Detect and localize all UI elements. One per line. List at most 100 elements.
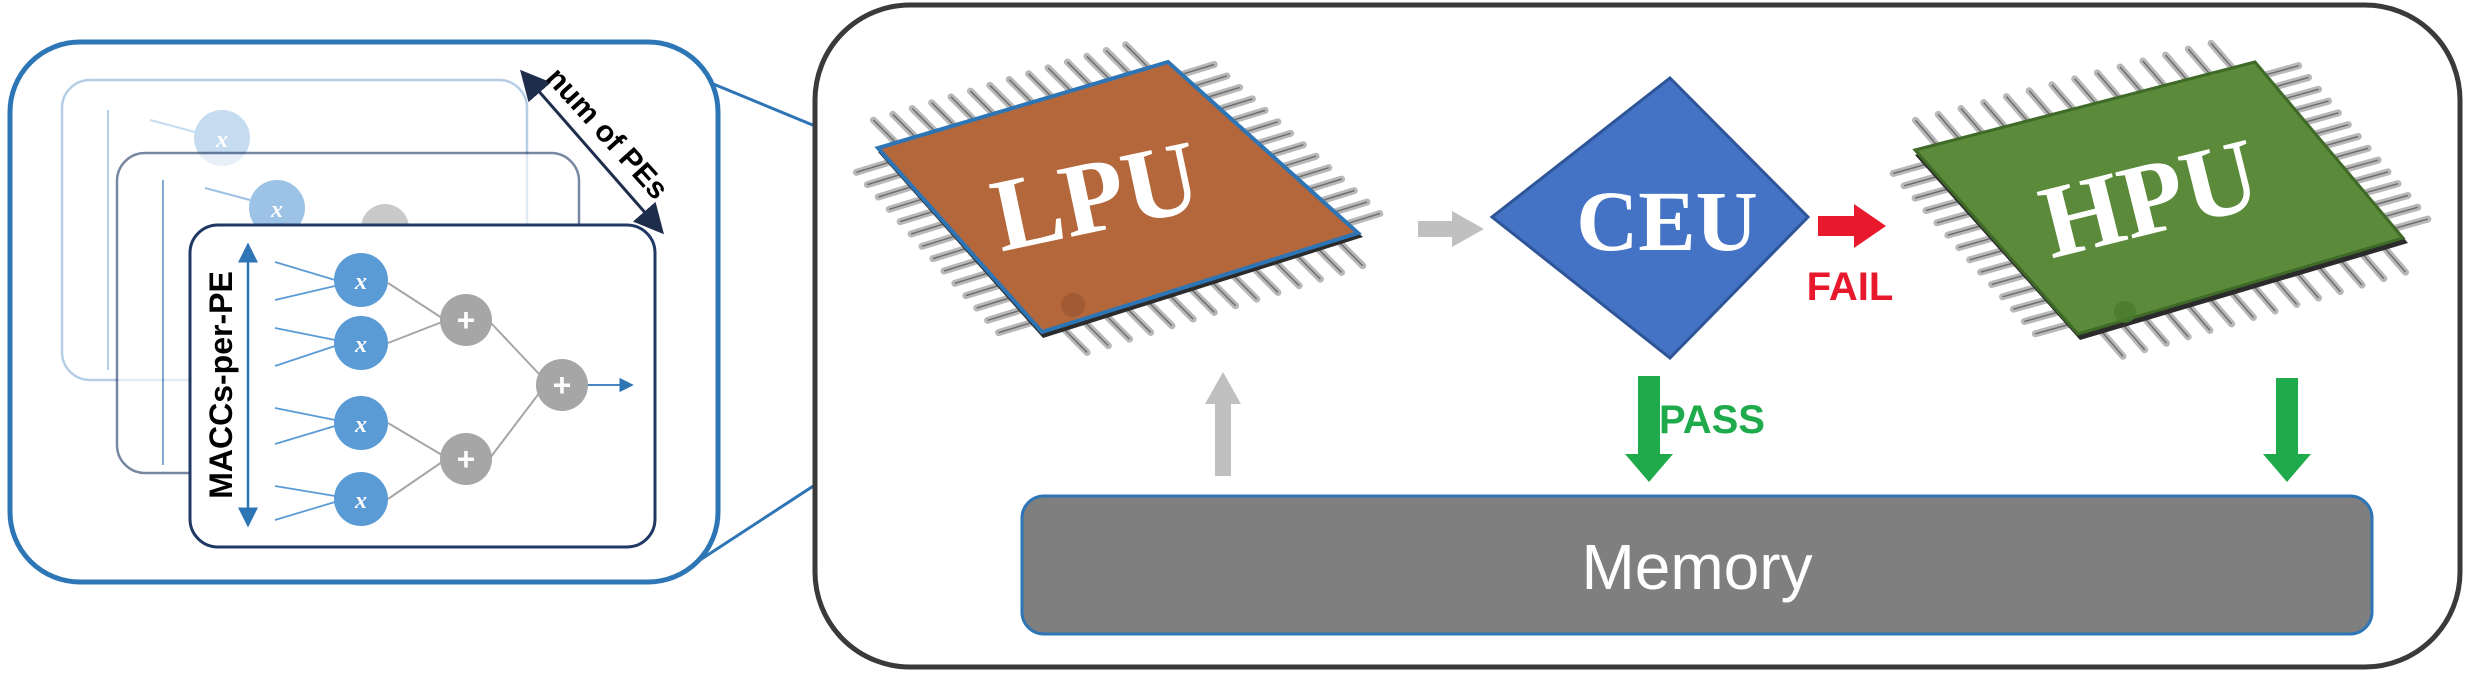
chip-pin-outline — [1126, 307, 1152, 333]
chip-pin-outline — [1245, 121, 1279, 133]
multiplier-node: x — [334, 253, 388, 307]
chip-pin-outline — [2384, 206, 2419, 218]
chip-pin-outline — [2143, 317, 2168, 344]
chip-pin-outline — [1181, 63, 1215, 76]
chip-pin-outline — [1937, 113, 1962, 141]
pass-arrow: PASS — [1625, 376, 1765, 482]
pass-label: PASS — [1659, 398, 1765, 442]
chip-pin-outline — [2315, 123, 2349, 135]
chip-pin-outline — [1283, 155, 1317, 167]
chip-pin-outline — [878, 186, 912, 198]
chip-pin-outline — [2074, 78, 2098, 106]
maccs-per-pe-label: MACCs-per-PE — [203, 271, 239, 499]
multiplier-node: x — [334, 396, 388, 450]
chip-pin-outline — [1008, 78, 1034, 105]
chip-pin-outline — [2028, 90, 2052, 117]
chip-pin-outline — [867, 173, 901, 186]
svg-text:x: x — [270, 197, 283, 223]
chip-pin-outline — [2005, 96, 2030, 123]
chip-pin-outline — [1338, 241, 1364, 267]
chip-pin-outline — [2164, 54, 2189, 82]
chip-pin-outline — [910, 223, 944, 235]
chip-pin-outline — [899, 210, 933, 223]
chip-pin-outline — [1958, 237, 1992, 249]
chip-pin-outline — [1219, 98, 1253, 110]
chip-pin-outline — [1257, 132, 1291, 144]
lpu-chip: LPU — [852, 41, 1384, 356]
chip-pin-outline — [2013, 299, 2047, 310]
chip-pin-outline — [2024, 311, 2058, 323]
chip-pin-outline — [2295, 100, 2329, 111]
chip-pin-outline — [998, 321, 1032, 334]
chip-pin-outline — [1321, 189, 1355, 202]
chip-pin-outline — [950, 96, 976, 122]
chip-pin-outline — [1274, 261, 1300, 287]
chip-pin-outline — [2335, 147, 2369, 159]
svg-text:+: + — [457, 441, 476, 477]
chip-pin-outline — [2230, 291, 2254, 318]
chip-pin-outline — [1270, 144, 1304, 156]
memory-label: Memory — [1581, 531, 1812, 603]
chip-pin-outline — [976, 297, 1010, 309]
chip-pin-outline — [1105, 314, 1131, 340]
svg-text:x: x — [354, 269, 367, 295]
chip-pin-outline — [2355, 171, 2389, 182]
chip-pin-outline — [969, 90, 995, 116]
svg-text:+: + — [553, 367, 572, 403]
chip-pin-outline — [2295, 271, 2320, 299]
chip-pin-outline — [931, 102, 957, 128]
num-pes-dimension-arrow — [520, 69, 664, 235]
chip-pin-outline — [2317, 265, 2341, 293]
svg-text:x: x — [354, 412, 367, 438]
chip-pin-outline — [1168, 294, 1194, 320]
chip-pin-outline — [1960, 107, 1984, 135]
chip-pin-outline — [911, 107, 937, 134]
chip-pin-outline — [1047, 67, 1073, 93]
adder-node: + — [440, 294, 492, 346]
chip-pin-outline — [943, 260, 977, 272]
pe-card-front: MACCs-per-PE — [188, 223, 657, 549]
chip-pin-outline — [1083, 321, 1109, 347]
chip-pin-outline — [1194, 75, 1228, 87]
chip-pin-outline — [2265, 64, 2299, 76]
chip-pin-outline — [1334, 201, 1368, 213]
chip-pin-outline — [1295, 254, 1321, 280]
chip-pin-outline — [1232, 274, 1258, 300]
chip-pin-outline — [2187, 48, 2212, 76]
multiplier-node: x — [334, 316, 388, 370]
chip-pin-outline — [2365, 182, 2399, 194]
chip-pin-outline — [2119, 66, 2143, 94]
chip-pin-outline — [1903, 175, 1938, 187]
chip-pin-outline — [2210, 42, 2234, 70]
ceu-label: CEU — [1576, 173, 1758, 269]
chip-pin-outline — [1105, 49, 1131, 76]
hpu-chip: HPU — [1889, 39, 2432, 360]
chip-pin-outline — [2096, 72, 2121, 100]
hpu-to-memory-arrow — [2263, 378, 2311, 482]
chip-pin-outline — [954, 272, 988, 285]
chip-pin-outline — [892, 113, 918, 139]
chip-pin-outline — [932, 247, 966, 260]
chip-pin-outline — [2305, 112, 2339, 123]
pe-array-zoom-panel: x x MACCs-per-PE — [7, 39, 721, 585]
svg-text:+: + — [457, 302, 476, 338]
chip-pin-outline — [2035, 323, 2069, 335]
chip-pin-outline — [1211, 281, 1237, 307]
chip-pin-outline — [2339, 258, 2363, 286]
chip-pin-outline — [1914, 119, 1939, 147]
chip-pin-outline — [1066, 61, 1092, 87]
chip-pin-outline — [2394, 218, 2429, 229]
chip-pin-outline — [1062, 327, 1088, 353]
fail-label: FAIL — [1807, 265, 1894, 309]
chip-pin-outline — [2002, 286, 2036, 298]
svg-text:x: x — [215, 127, 228, 153]
chip-pin-outline — [1206, 86, 1240, 99]
chip-pin-outline — [2275, 76, 2309, 88]
chip-pin-outline — [1296, 166, 1330, 179]
chip-pin-outline — [1983, 102, 2007, 129]
fail-arrow: FAIL — [1807, 204, 1894, 309]
chip-pin-outline — [856, 161, 890, 174]
chip-pin-outline — [2360, 252, 2385, 280]
chip-pin-outline — [1232, 109, 1266, 122]
